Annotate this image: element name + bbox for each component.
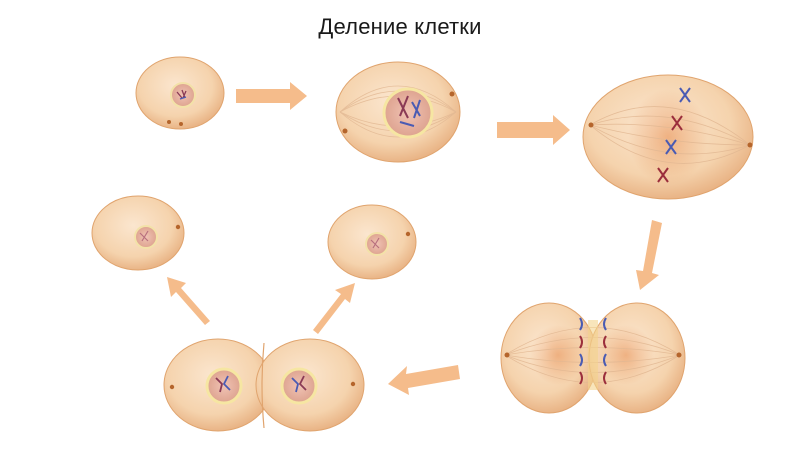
cytokinesis-cells [163, 338, 365, 432]
anaphase-cell [500, 302, 686, 414]
arrow-left [388, 365, 460, 395]
interphase-cell [135, 56, 225, 130]
daughter-cell-right [327, 204, 417, 280]
metaphase-cell [582, 74, 754, 200]
arrow-right-1 [236, 82, 307, 110]
arrow-right-2 [497, 115, 570, 145]
diagram-title: Деление клетки [318, 14, 482, 39]
arrow-up-right [313, 283, 355, 334]
arrow-up-left [167, 277, 210, 325]
daughter-cell-left [91, 195, 185, 271]
prophase-cell [335, 61, 461, 163]
arrow-down [636, 220, 662, 290]
